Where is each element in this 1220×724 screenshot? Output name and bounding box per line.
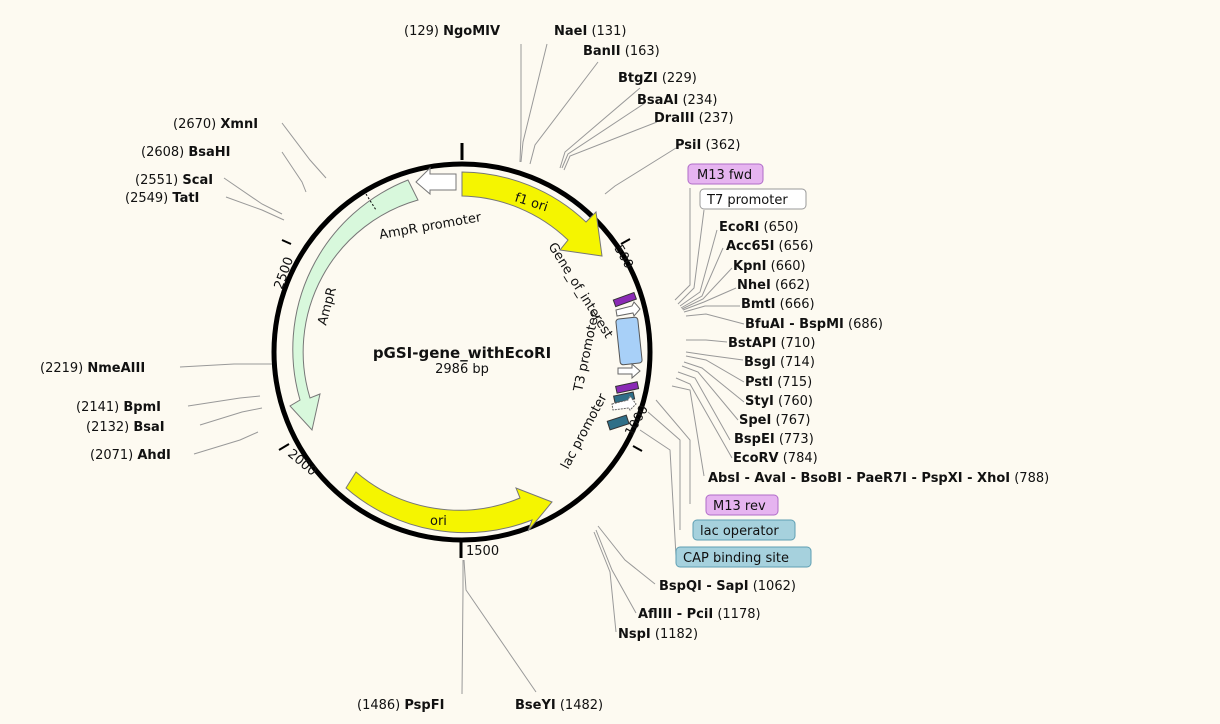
site-spei[interactable]: SpeI (767) (739, 413, 810, 428)
gene-of-interest-feature[interactable] (615, 316, 643, 366)
site-bspei[interactable]: BspEI (773) (734, 432, 814, 447)
site-scai[interactable]: (2551) ScaI (135, 173, 213, 188)
plasmid-length: 2986 bp (435, 362, 489, 377)
cap-site-mark[interactable] (606, 414, 630, 431)
svg-text:M13 rev: M13 rev (713, 499, 766, 514)
t3-promoter-label: T3 promoter (571, 310, 603, 394)
site-bpmi[interactable]: (2141) BpmI (76, 400, 161, 415)
tag-t7-promoter[interactable]: T7 promoter (699, 188, 807, 210)
site-bsahi[interactable]: (2608) BsaHI (141, 145, 231, 160)
site-bspqi-sapi[interactable]: BspQI - SapI (1062) (659, 579, 796, 594)
svg-text:1500: 1500 (466, 544, 499, 559)
leader-lines (179, 43, 745, 695)
site-psii[interactable]: PsiI (362) (675, 138, 740, 153)
m13-fwd-primer-mark[interactable] (612, 291, 638, 308)
site-kpni[interactable]: KpnI (660) (733, 259, 806, 274)
site-btgzi[interactable]: BtgZI (229) (618, 71, 697, 86)
ori-label: ori (430, 514, 447, 529)
tag-m13-fwd[interactable]: M13 fwd (687, 163, 764, 185)
ampr-promoter-label: AmpR promoter (378, 210, 483, 243)
site-ecori[interactable]: EcoRI (650) (719, 220, 798, 235)
site-draiii[interactable]: DraIII (237) (654, 111, 734, 126)
site-banii[interactable]: BanII (163) (583, 44, 660, 59)
site-ecorv[interactable]: EcoRV (784) (733, 451, 818, 466)
site-tati[interactable]: (2549) TatI (125, 191, 199, 206)
site-ngomiv[interactable]: (129) NgoMIV (404, 24, 500, 39)
site-bfuai-bspmi[interactable]: BfuAI - BspMI (686) (745, 317, 883, 332)
site-afliii-pcii[interactable]: AflIII - PciI (1178) (638, 607, 761, 622)
site-nhei[interactable]: NheI (662) (737, 278, 810, 293)
site-xhoi-group[interactable]: AbsI - AvaI - BsoBI - PaeR7I - PspXI - X… (708, 471, 1049, 486)
svg-text:T7 promoter: T7 promoter (706, 193, 788, 208)
site-styi[interactable]: StyI (760) (745, 394, 813, 409)
ampr-label: AmpR (315, 286, 340, 327)
lac-promoter-arrow[interactable] (611, 395, 637, 411)
site-acc65i[interactable]: Acc65I (656) (726, 239, 814, 254)
ampr-promoter-feature[interactable] (415, 166, 457, 196)
site-bsaai[interactable]: BsaAI (234) (637, 93, 717, 108)
restriction-sites: (129) NgoMIV NaeI (131) BanII (163) BtgZ… (40, 24, 1049, 713)
site-nmeaiii[interactable]: (2219) NmeAIII (40, 361, 145, 376)
tick-1500: 1500 (459, 540, 499, 559)
site-bmti[interactable]: BmtI (666) (741, 297, 815, 312)
ampr-boundary (365, 193, 377, 211)
t3-promoter-arrow[interactable] (617, 362, 641, 380)
svg-text:M13 fwd: M13 fwd (697, 168, 752, 183)
site-bsgi[interactable]: BsgI (714) (744, 355, 815, 370)
plasmid-name: pGSI-gene_withEcoRI (373, 344, 551, 362)
site-bseyi[interactable]: BseYI (1482) (515, 698, 603, 713)
site-nspi[interactable]: NspI (1182) (618, 627, 698, 642)
ampr-feature[interactable] (289, 179, 419, 432)
gene-of-interest-label: Gene_of_interest (545, 240, 616, 341)
m13-rev-primer-mark[interactable] (615, 381, 640, 394)
site-xmni[interactable]: (2670) XmnI (173, 117, 258, 132)
site-pspfi[interactable]: (1486) PspFI (357, 698, 444, 713)
tick-2500: 2500 (272, 239, 297, 291)
site-bsai[interactable]: (2132) BsaI (86, 420, 165, 435)
tag-m13-rev[interactable]: M13 rev (705, 494, 779, 516)
f1-ori-feature[interactable] (461, 171, 603, 257)
lac-promoter-label: lac promoter (558, 391, 611, 472)
site-ahdi[interactable]: (2071) AhdI (90, 448, 171, 463)
t7-promoter-arrow[interactable] (615, 301, 641, 317)
svg-text:lac operator: lac operator (700, 524, 779, 539)
site-bstapi[interactable]: BstAPI (710) (728, 336, 815, 351)
site-naei[interactable]: NaeI (131) (554, 24, 626, 39)
ori-feature[interactable] (345, 471, 553, 534)
tag-lac-operator[interactable]: lac operator (692, 519, 796, 541)
site-psti[interactable]: PstI (715) (745, 375, 812, 390)
tag-cap-binding-site[interactable]: CAP binding site (675, 546, 812, 568)
svg-text:CAP binding site: CAP binding site (683, 551, 789, 566)
